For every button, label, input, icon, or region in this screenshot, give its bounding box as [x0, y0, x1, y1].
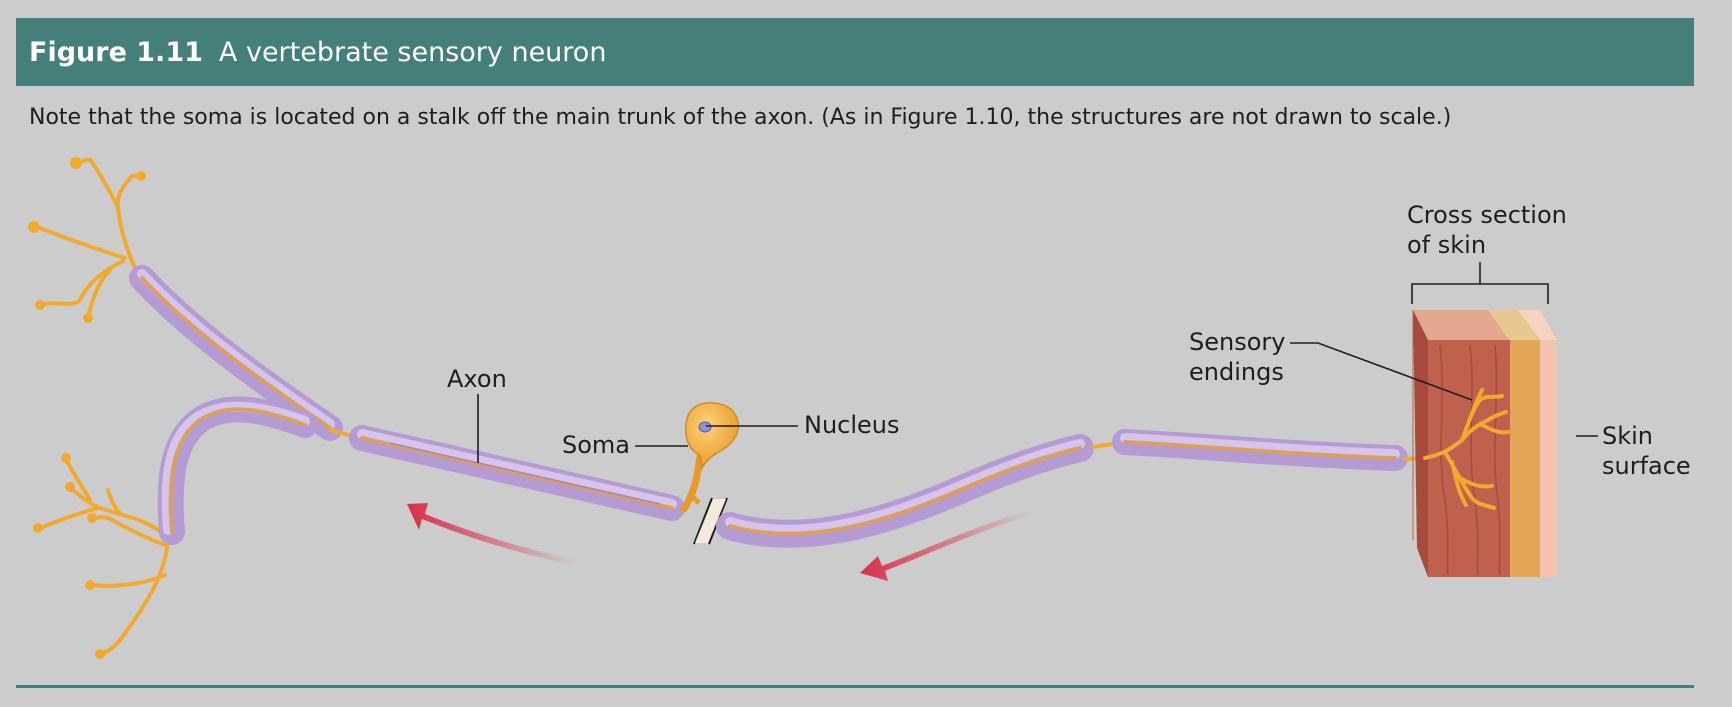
upper-dendrites — [28, 157, 146, 323]
figure-title: A vertebrate sensory neuron — [218, 36, 607, 68]
skin-dermis — [1428, 340, 1510, 577]
cross-section-label-line2: of skin — [1407, 231, 1486, 259]
sensory-endings-label-line1: Sensory — [1189, 328, 1285, 356]
lower-dendrites — [33, 453, 170, 659]
nucleus-label: Nucleus — [804, 411, 900, 439]
figure-number: Figure 1.11 — [29, 36, 203, 68]
skin-epidermis — [1510, 340, 1540, 577]
soma-label: Soma — [562, 431, 630, 459]
sensory-endings-label-line2: endings — [1189, 358, 1284, 386]
figure-caption: Note that the soma is located on a stalk… — [29, 105, 1452, 130]
arrow-left-2 — [860, 510, 1030, 581]
nucleus — [698, 421, 712, 433]
peripheral-axon-segments — [716, 429, 1427, 548]
central-axon-segments — [129, 265, 685, 545]
labels: Axon Soma Nucleus Sensory endings Cross … — [447, 201, 1691, 480]
arrow-left-1 — [407, 503, 576, 565]
skin-surface-layer — [1540, 340, 1557, 577]
soma — [680, 402, 740, 513]
bottom-rule — [16, 685, 1694, 688]
skin-surface-label-line2: surface — [1602, 452, 1691, 480]
figure-banner: Figure 1.11 A vertebrate sensory neuron — [16, 18, 1694, 86]
skin-surface-label-line1: Skin — [1602, 422, 1653, 450]
cross-section-label-line1: Cross section — [1407, 201, 1567, 229]
skin-cross-section — [1412, 310, 1557, 577]
signal-direction-arrows — [407, 503, 1030, 581]
axon-label: Axon — [447, 365, 507, 393]
